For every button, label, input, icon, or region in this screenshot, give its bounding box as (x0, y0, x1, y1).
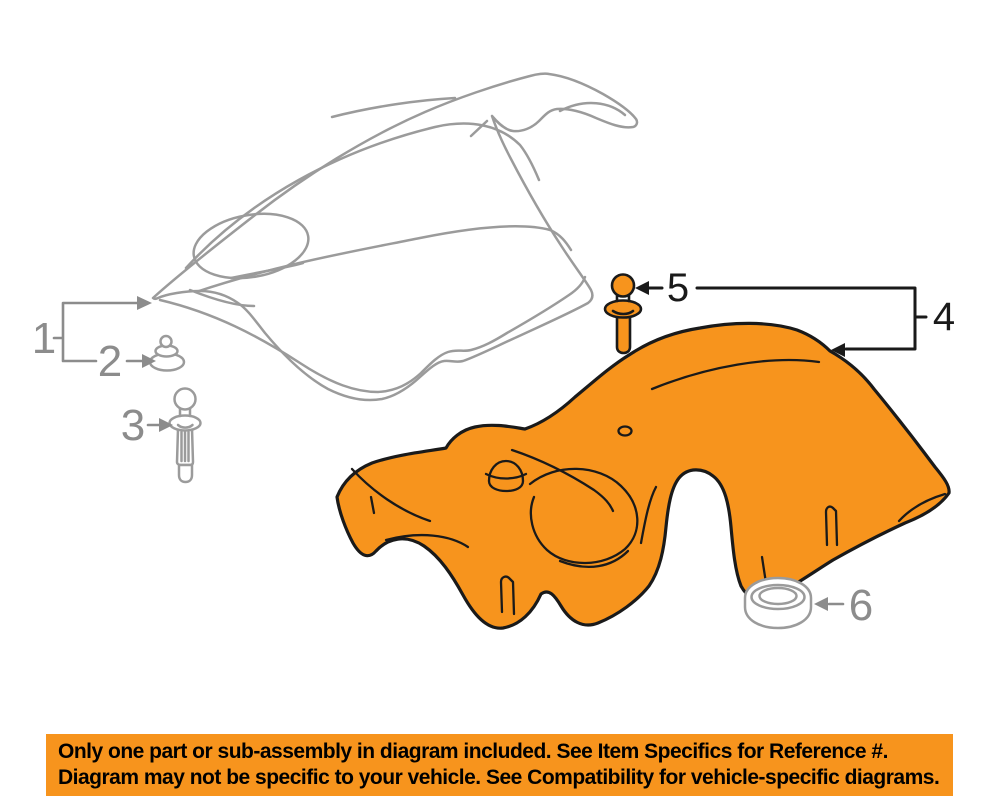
pin-flange-smile (176, 423, 194, 429)
callout-1: 1 (32, 296, 152, 363)
engine-cover-flap-fold-line (558, 101, 627, 117)
callout-2: 2 (98, 337, 156, 386)
grommet-knob (159, 334, 173, 349)
callout-5-arrowhead-icon (635, 281, 649, 295)
callout-4-label: 4 (933, 295, 955, 339)
callout-4-bracket (695, 286, 928, 351)
pin-flange (168, 414, 202, 432)
engine-cover-notch-tick (469, 119, 489, 138)
callout-1-label: 1 (32, 314, 56, 363)
acoustic-cover-cap-band (484, 472, 528, 480)
acoustic-cover-bottom-left-crease (384, 533, 470, 549)
disclaimer-line-1: Only one part or sub-assembly in diagram… (58, 740, 888, 763)
callout-5-label: 5 (667, 266, 689, 310)
engine-cover-crease-upper (184, 122, 541, 270)
callout-6-arrowhead-icon (814, 597, 828, 611)
round-grommet-part-6 (743, 576, 813, 630)
grommet6-ring (750, 583, 806, 611)
callout-4-arrowhead-icon (831, 343, 845, 357)
acoustic-cover-hole (617, 425, 633, 437)
acoustic-cover-left-crease (350, 467, 432, 523)
callout-5: 5 (635, 266, 689, 310)
acoustic-cover-right-slot (824, 505, 839, 547)
engine-cover-top-rim-line (330, 96, 457, 119)
bolt-flange-smile (611, 309, 635, 316)
oil-cap-opening (192, 212, 310, 280)
engine-cover-inner-rim (158, 275, 587, 394)
acoustic-cover-left-tick (369, 495, 376, 515)
bolt-head (610, 273, 636, 298)
acoustic-cover-cap-base (487, 479, 525, 493)
engine-cover-outline-part-1 (151, 72, 639, 402)
acoustic-cover-blob-shadow (558, 549, 630, 569)
bolt-shaft (615, 314, 632, 355)
disclaimer-line-2: Diagram may not be specific to your vehi… (58, 766, 940, 789)
acoustic-cover-notch-shading (639, 485, 658, 545)
callout-3-arrowhead-icon (159, 418, 173, 432)
acoustic-cover-mid-crease (510, 448, 615, 513)
pin-head (173, 387, 197, 411)
callout-1-arrowhead-icon (137, 296, 152, 310)
acoustic-cover-left-slot (499, 575, 516, 616)
callout-1-bracket (52, 301, 140, 363)
grommet6-hole (758, 586, 798, 606)
callout-3-label: 3 (121, 401, 145, 450)
acoustic-cover-top-ridge (650, 358, 821, 391)
acoustic-cover-right-corner-arc (897, 492, 947, 523)
acoustic-cover-cap-dome (487, 459, 525, 483)
stud-pin-part-3 (168, 387, 202, 484)
callout-3: 3 (121, 401, 173, 450)
oil-cap-opening-lip (229, 261, 305, 280)
acoustic-cover-center-blob-crease (528, 467, 639, 565)
pin-shaft-ribs (180, 430, 190, 463)
bolt-part-5 (603, 273, 643, 355)
engine-cover-body (151, 72, 639, 402)
bolt-flange (603, 299, 643, 319)
callout-2-label: 2 (98, 337, 122, 386)
callout-6: 6 (814, 581, 873, 630)
acoustic-cover-part-4-highlighted (335, 321, 951, 630)
disclaimer-banner: Only one part or sub-assembly in diagram… (46, 734, 953, 796)
callout-2-arrowhead-icon (142, 354, 156, 368)
oil-cap-recess-line (188, 288, 256, 308)
dome-grommet-part-2 (148, 334, 186, 372)
callout-4: 4 (695, 286, 955, 357)
pin-foot (177, 463, 194, 484)
callout-6-label: 6 (849, 581, 873, 630)
